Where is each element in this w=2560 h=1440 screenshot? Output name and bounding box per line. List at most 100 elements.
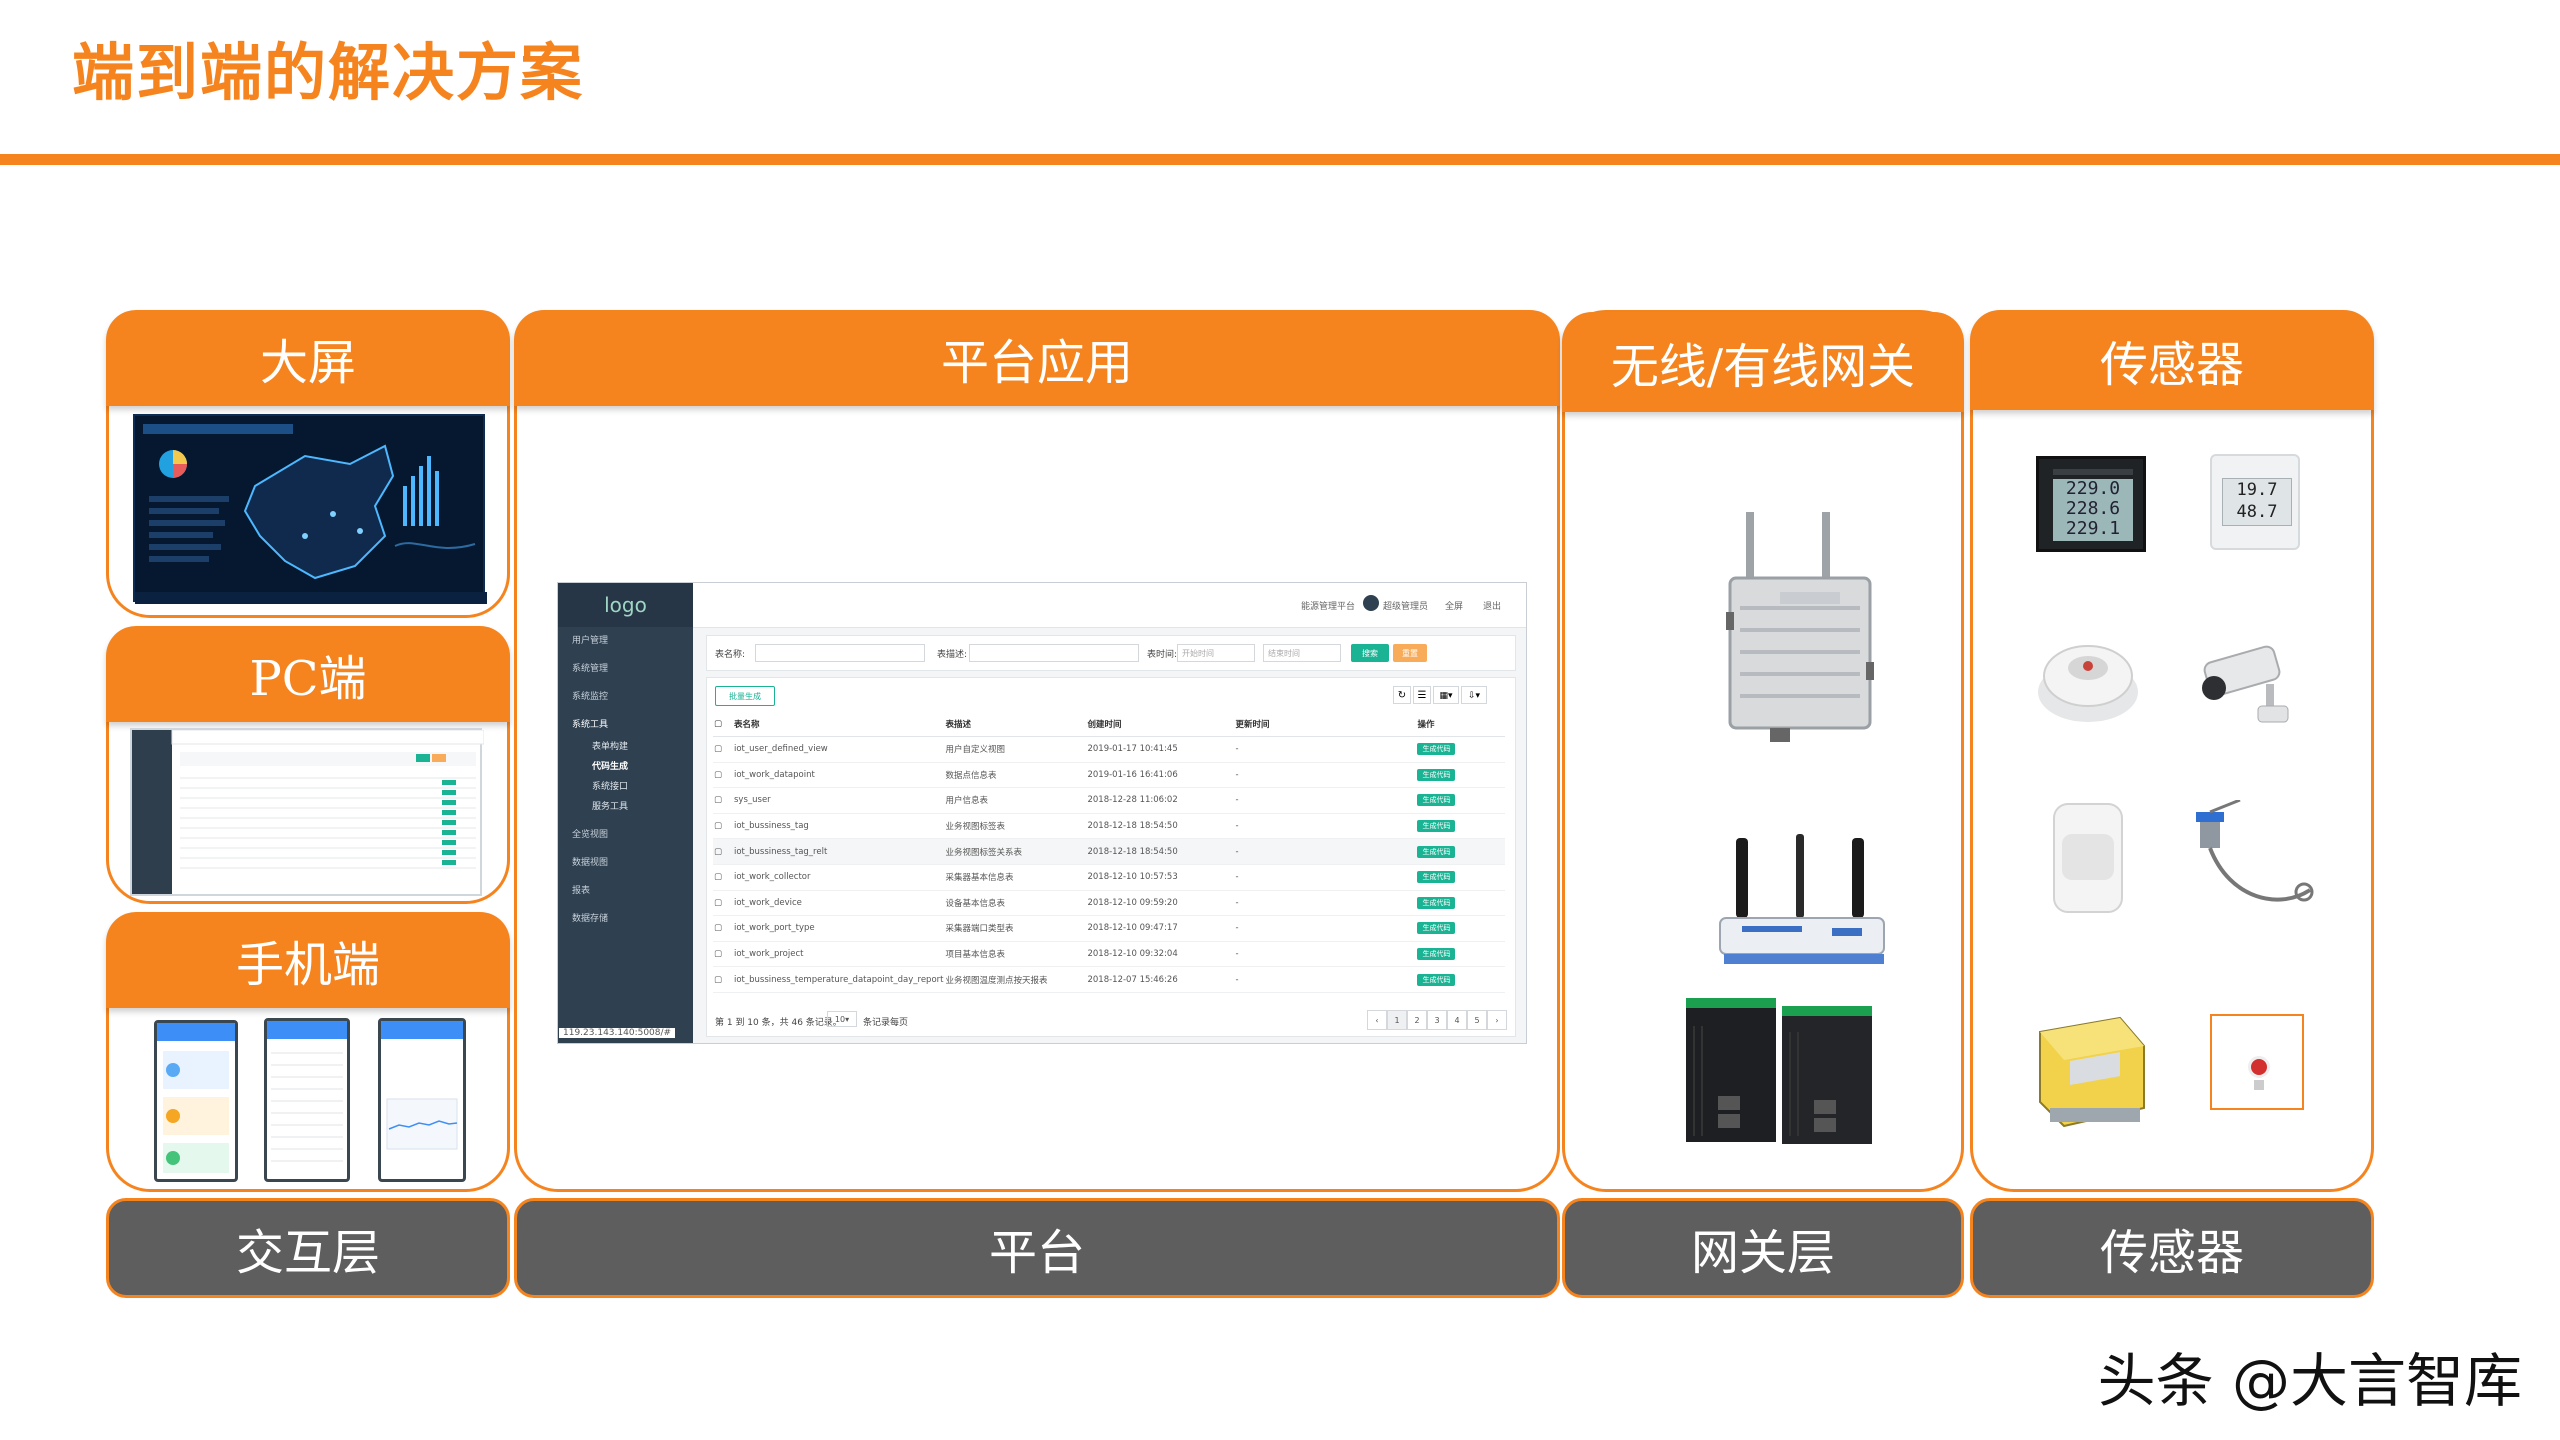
platform-app-header-label: 平台应用 (940, 335, 1133, 391)
motion-sensor-image (2053, 803, 2123, 913)
menu-storage[interactable]: 数据存储 (572, 914, 609, 924)
menu-tools[interactable]: 系统工具 (572, 720, 609, 730)
mobile-header-label: 手机端 (235, 937, 380, 993)
filter-start-input[interactable]: 开始时间 (1177, 644, 1255, 662)
filter-card: 表名称: 表描述: 表时间: 开始时间 结束时间 搜索 重置 (706, 635, 1516, 671)
industrial-switch-image (1686, 998, 1872, 1144)
pc-table-visual (171, 730, 484, 869)
pc-app-thumbnail (130, 728, 484, 896)
page-5[interactable]: 5 (1467, 1010, 1487, 1030)
page-next[interactable]: › (1487, 1010, 1507, 1030)
submenu-service[interactable]: 服务工具 (592, 802, 629, 812)
page-2[interactable]: 2 (1407, 1010, 1427, 1030)
outdoor-gateway-image (1726, 512, 1874, 742)
alarm-button-image (2210, 1014, 2304, 1110)
generate-code-button[interactable]: 生成代码 (1417, 845, 1456, 858)
submenu-codegen[interactable]: 代码生成 (592, 762, 629, 772)
platform-layer-bar: 平台 (514, 1198, 1560, 1298)
generate-code-button[interactable]: 生成代码 (1417, 871, 1456, 884)
menu-system[interactable]: 系统管理 (572, 664, 609, 674)
interaction-layer-label: 交互层 (235, 1225, 380, 1281)
col-table-name[interactable]: 表名称 (733, 712, 945, 737)
big-screen-dashboard-thumbnail (133, 414, 487, 604)
filter-table-desc-input[interactable] (969, 644, 1139, 662)
generate-code-button[interactable]: 生成代码 (1417, 922, 1456, 935)
generate-code-button[interactable]: 生成代码 (1417, 973, 1456, 986)
table-card: 批量生成 ↻ ☰ ▦▾ ⇩▾ ▢ 表名称 表描述 创建时间 更新时间 操作 ▢i… (706, 677, 1516, 1037)
status-url: 119.23.143.140:5008/# (559, 1028, 676, 1038)
pc-header: PC端 (106, 626, 510, 722)
io-module-image (2039, 1016, 2145, 1128)
generate-code-button[interactable]: 生成代码 (1417, 794, 1456, 807)
col-created[interactable]: 创建时间 (1086, 712, 1235, 737)
reset-button[interactable]: 重置 (1393, 644, 1427, 662)
big-screen-header-label: 大屏 (259, 335, 356, 391)
platform-layer-label: 平台 (988, 1225, 1085, 1281)
app-topbar: 能源管理平台 超级管理员 全屏 退出 (693, 583, 1526, 628)
menu-dataview[interactable]: 数据视图 (572, 858, 609, 868)
app-logo: logo (558, 583, 693, 627)
platform-app-screenshot: logo 用户管理 系统管理 系统监控 系统工具 表单构建 代码生成 系统接口 … (557, 582, 1527, 1044)
col-updated[interactable]: 更新时间 (1234, 712, 1417, 737)
page-4[interactable]: 4 (1447, 1010, 1467, 1030)
menu-overview[interactable]: 全览视图 (572, 830, 609, 840)
col-action: 操作 (1416, 712, 1505, 737)
filter-table-name-input[interactable] (755, 644, 925, 662)
generate-code-button[interactable]: 生成代码 (1417, 948, 1456, 961)
filter-time-label: 表时间: (1147, 650, 1178, 660)
gateway-header-label: 无线/有线网关 (1610, 339, 1916, 395)
page-size-select[interactable]: 10▾ (827, 1011, 857, 1027)
page-prev[interactable]: ‹ (1367, 1010, 1387, 1030)
search-button[interactable]: 搜索 (1351, 644, 1389, 662)
batch-generate-button[interactable]: 批量生成 (715, 686, 775, 706)
sensor-header-label: 传感器 (2099, 337, 2244, 393)
refresh-icon[interactable]: ↻ (1393, 686, 1411, 704)
sensor-layer-label: 传感器 (2099, 1225, 2244, 1281)
submenu-api[interactable]: 系统接口 (592, 782, 629, 792)
sensor-layer-bar: 传感器 (1970, 1198, 2374, 1298)
generate-code-button[interactable]: 生成代码 (1417, 768, 1456, 781)
select-all-checkbox[interactable]: ▢ (714, 719, 723, 729)
topbar-logout[interactable]: 退出 (1483, 602, 1502, 612)
topbar-user[interactable]: 超级管理员 (1383, 602, 1429, 612)
generate-code-button[interactable]: 生成代码 (1417, 820, 1456, 833)
pagination-summary: 第 1 到 10 条，共 46 条记录。 (715, 1018, 842, 1028)
topbar-fullscreen[interactable]: 全屏 (1445, 602, 1464, 612)
col-table-desc[interactable]: 表描述 (944, 712, 1087, 737)
filter-table-desc-label: 表描述: (937, 650, 968, 660)
menu-report[interactable]: 报表 (572, 886, 591, 896)
phone-screen-1 (154, 1020, 238, 1182)
pc-header-label: PC端 (249, 651, 367, 707)
table-header-row: ▢ 表名称 表描述 创建时间 更新时间 操作 (713, 712, 1505, 737)
app-sidebar (558, 583, 693, 1043)
generate-code-button[interactable]: 生成代码 (1417, 743, 1456, 756)
phone-screen-3 (378, 1018, 466, 1182)
meter-reading-2: 228.6 (2065, 498, 2121, 519)
generate-code-button[interactable]: 生成代码 (1417, 896, 1456, 909)
menu-user[interactable]: 用户管理 (572, 636, 609, 646)
filter-end-input[interactable]: 结束时间 (1263, 644, 1341, 662)
submenu-form[interactable]: 表单构建 (592, 742, 629, 752)
thermo-reading-2: 48.7 (2236, 502, 2278, 522)
page-3[interactable]: 3 (1427, 1010, 1447, 1030)
watermark: 头条 @大言智库 (2097, 1347, 2522, 1415)
gateway-layer-bar: 网关层 (1562, 1198, 1964, 1298)
power-meter-image: 229.0 228.6 229.1 (2036, 456, 2146, 552)
camera-image (2202, 645, 2289, 723)
title-divider (0, 154, 2560, 165)
meter-reading-3: 229.1 (2065, 518, 2121, 539)
menu-monitor[interactable]: 系统监控 (572, 692, 609, 702)
avatar[interactable] (1363, 595, 1379, 611)
platform-app-header: 平台应用 (514, 310, 1560, 406)
columns-icon[interactable]: ☰ (1413, 686, 1431, 704)
phone-screen-2 (264, 1018, 350, 1182)
thermo-reading-1: 19.7 (2236, 480, 2278, 500)
export-icon[interactable]: ⇩▾ (1461, 686, 1487, 704)
page-1[interactable]: 1 (1387, 1010, 1407, 1030)
toggle-icon[interactable]: ▦▾ (1433, 686, 1459, 704)
